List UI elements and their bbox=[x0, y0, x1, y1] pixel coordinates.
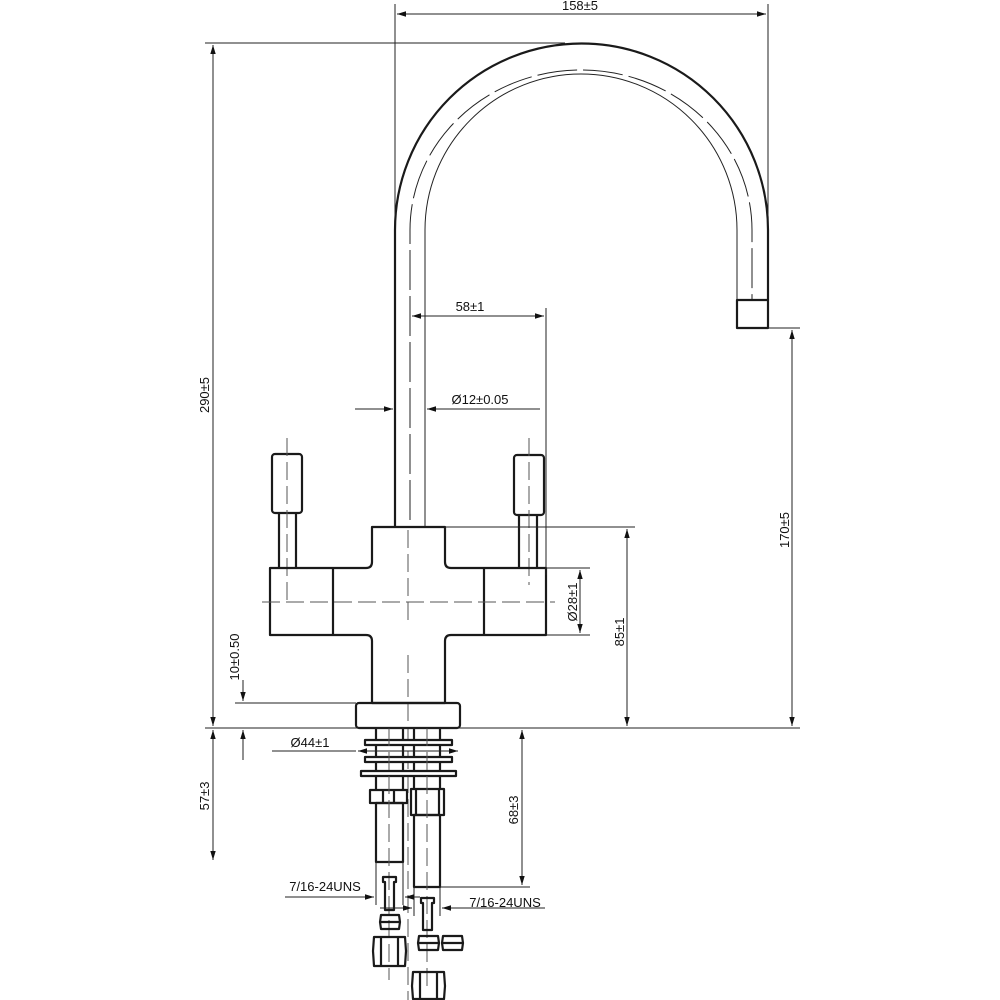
base-and-mounting bbox=[354, 701, 465, 1000]
dim-shank-length: 57±3 bbox=[197, 782, 212, 811]
washer bbox=[363, 755, 454, 764]
dim-base-diameter: Ø44±1 bbox=[291, 735, 330, 750]
thread-spec-left: 7/16-24UNS bbox=[289, 879, 361, 894]
thread-spec-right: 7/16-24UNS bbox=[469, 895, 541, 910]
dim-overall-reach: 158±5 bbox=[562, 0, 598, 13]
washer bbox=[359, 769, 458, 778]
ferrule bbox=[416, 934, 441, 952]
compression-nut bbox=[410, 970, 447, 1000]
dim-handle-spacing: 58±1 bbox=[456, 299, 485, 314]
dim-spout-diameter: Ø12±0.05 bbox=[451, 392, 508, 407]
ferrule bbox=[440, 934, 465, 952]
faucet-body bbox=[262, 525, 555, 1000]
compression-nut bbox=[371, 935, 408, 968]
extension-lines bbox=[205, 4, 800, 916]
spout bbox=[393, 42, 770, 527]
left-handle[interactable] bbox=[270, 438, 304, 600]
right-nut bbox=[409, 787, 446, 817]
dim-handle-body-diameter: Ø28±1 bbox=[565, 583, 580, 622]
dim-base-height: 10±0.50 bbox=[227, 634, 242, 681]
left-fitting bbox=[381, 875, 398, 912]
dimension-lines bbox=[210, 11, 795, 911]
spout-outlet bbox=[735, 298, 770, 330]
right-handle[interactable] bbox=[512, 438, 546, 585]
dim-body-height: 85±1 bbox=[612, 618, 627, 647]
ferrule bbox=[378, 913, 402, 931]
dim-overall-height: 290±5 bbox=[197, 377, 212, 413]
left-nut bbox=[368, 788, 409, 805]
right-fitting bbox=[419, 896, 436, 932]
dim-hose-length: 68±3 bbox=[506, 796, 521, 825]
washer bbox=[363, 738, 454, 747]
dim-spout-outlet-height: 170±5 bbox=[777, 512, 792, 548]
